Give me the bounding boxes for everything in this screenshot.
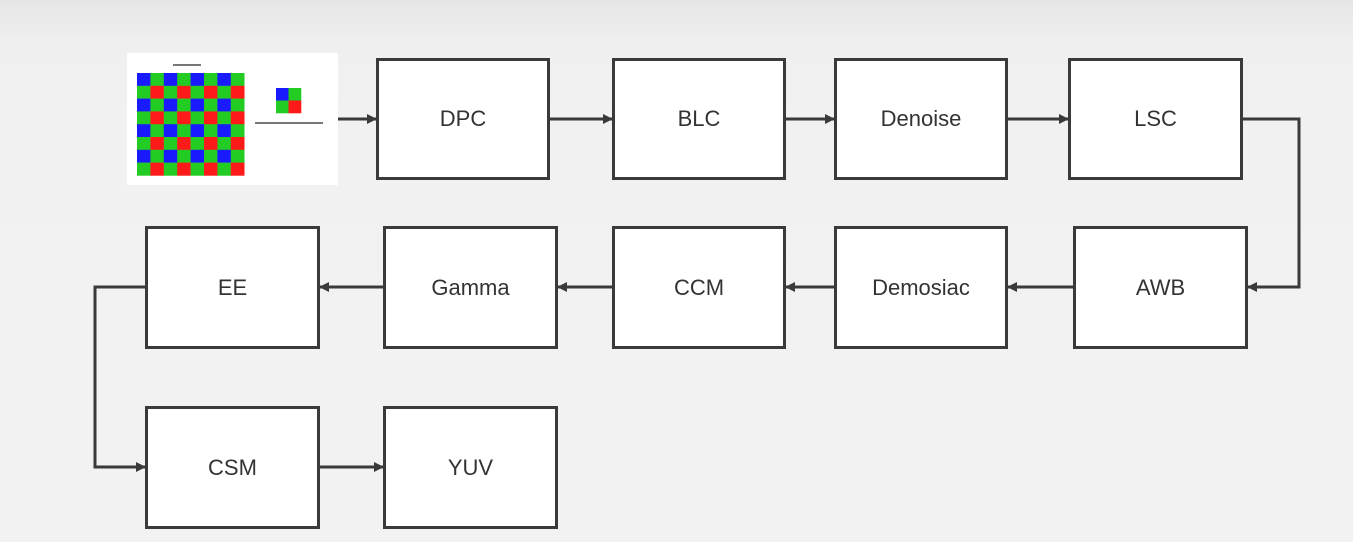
bayer-cell [177, 98, 191, 112]
bayer-cell [163, 85, 178, 99]
bayer-cell [137, 98, 151, 112]
tiny-caption-mark [255, 122, 323, 124]
bayer-cell [217, 162, 232, 176]
bayer-cell [230, 124, 245, 138]
bayer-cell [163, 149, 178, 163]
demosiac-node: Demosiac [834, 226, 1008, 349]
bayer-cell [163, 162, 178, 176]
bayer-cell [204, 162, 218, 176]
bayer-cell [217, 149, 232, 163]
bayer-cell [190, 73, 205, 87]
bayer-cell [137, 149, 151, 163]
bayer-cell [137, 85, 151, 99]
bayer-cell [150, 149, 165, 163]
bayer-cell [137, 73, 151, 87]
ee-node: EE [145, 226, 320, 349]
bayer-cell [177, 111, 191, 125]
dpc-node: DPC [376, 58, 550, 180]
bayer-cell [150, 162, 165, 176]
lsc-node: LSC [1068, 58, 1243, 180]
ccm-node: CCM [612, 226, 786, 349]
bayer-cell [177, 124, 191, 138]
bayer-cell [137, 162, 151, 176]
bayer-cell [137, 124, 151, 138]
bayer-cell [150, 85, 165, 99]
bayer-cell [163, 137, 178, 151]
bayer-pattern-image [127, 53, 338, 185]
bayer-cell [204, 149, 218, 163]
bayer-unit-cell [276, 100, 289, 114]
bayer-cell [137, 111, 151, 125]
bayer-cell [190, 111, 205, 125]
bayer-cell [230, 137, 245, 151]
bayer-cell [177, 73, 191, 87]
bayer-cell [217, 111, 232, 125]
bayer-cell [204, 111, 218, 125]
awb-node: AWB [1073, 226, 1248, 349]
bayer-cell [217, 137, 232, 151]
bayer-cell [163, 124, 178, 138]
bayer-cell [190, 85, 205, 99]
bayer-cell [177, 149, 191, 163]
bayer-cell [190, 124, 205, 138]
bayer-cell [163, 73, 178, 87]
denoise-node: Denoise [834, 58, 1008, 180]
arrow-ee-to-csm [93, 285, 146, 472]
bayer-cell [230, 162, 245, 176]
yuv-node: YUV [383, 406, 558, 529]
blc-node: BLC [612, 58, 786, 180]
arrow-lsc-to-awb [1243, 117, 1301, 292]
bayer-cell [230, 73, 245, 87]
gamma-node: Gamma [383, 226, 558, 349]
bayer-cell [190, 98, 205, 112]
edge-group [93, 114, 1301, 472]
bayer-cell [230, 85, 245, 99]
bayer-cell [150, 73, 165, 87]
bayer-cell [163, 98, 178, 112]
bayer-cell [190, 137, 205, 151]
bayer-cell [150, 137, 165, 151]
bayer-unit-cell [288, 88, 302, 101]
bayer-cell [150, 111, 165, 125]
bayer-cell [217, 98, 232, 112]
bayer-cell [217, 124, 232, 138]
bayer-cell [190, 149, 205, 163]
bayer-unit-cell [288, 100, 302, 114]
bayer-unit-cell [276, 88, 289, 101]
bayer-cell [230, 111, 245, 125]
bayer-cell [137, 137, 151, 151]
bayer-cell [204, 98, 218, 112]
bayer-cell [150, 124, 165, 138]
bayer-cell [150, 98, 165, 112]
tiny-caption-mark [173, 64, 201, 66]
bayer-cell [204, 73, 218, 87]
bayer-cell [230, 98, 245, 112]
bayer-cell [230, 149, 245, 163]
csm-node: CSM [145, 406, 320, 529]
bayer-cell [177, 137, 191, 151]
bayer-cell [177, 162, 191, 176]
bayer-cell [217, 73, 232, 87]
bayer-pattern-icon [137, 64, 323, 176]
bayer-cell [204, 137, 218, 151]
bayer-cell [204, 85, 218, 99]
bayer-cell [217, 85, 232, 99]
bayer-cell [163, 111, 178, 125]
bayer-cell [177, 85, 191, 99]
bayer-cell [190, 162, 205, 176]
bayer-cell [204, 124, 218, 138]
